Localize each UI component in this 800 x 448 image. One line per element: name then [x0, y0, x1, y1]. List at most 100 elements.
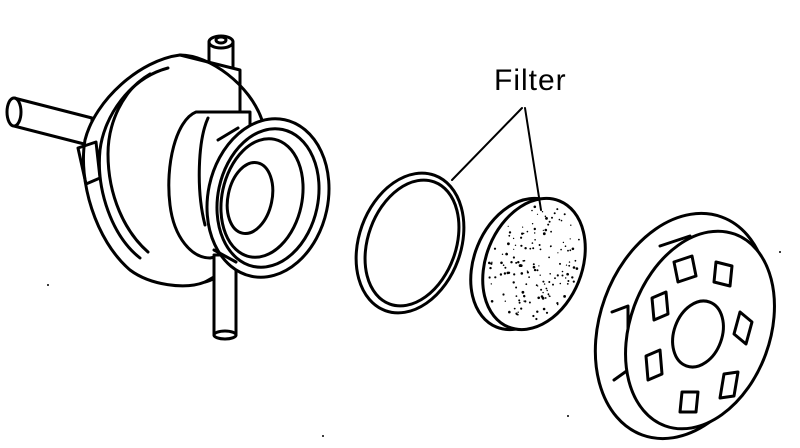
foam-speck: [508, 231, 512, 234]
foam-speck: [537, 296, 540, 300]
foam-speck: [548, 220, 551, 223]
foam-speck: [556, 302, 559, 305]
foam-speck: [533, 268, 537, 272]
foam-speck: [517, 313, 519, 316]
foam-speck: [551, 216, 553, 219]
foam-speck: [554, 277, 556, 280]
foam-speck: [567, 280, 570, 282]
scan-specks: [47, 251, 781, 437]
foam-speck: [560, 248, 562, 251]
foam-speck: [510, 261, 513, 264]
foam-speck: [571, 247, 575, 251]
foam-speck: [523, 295, 526, 298]
foam-speck: [541, 211, 544, 213]
foam-speck: [512, 237, 515, 240]
foam-speck: [557, 252, 559, 254]
foam-speck: [502, 293, 505, 296]
slotted-cover: [593, 211, 776, 441]
foam-speck: [522, 226, 524, 228]
foam-speck: [515, 286, 518, 289]
foam-speck: [545, 287, 548, 290]
foam-speck: [531, 223, 534, 225]
foam-speck: [517, 261, 520, 264]
foam-speck: [488, 261, 491, 265]
foam-speck: [548, 256, 550, 259]
housing-front-rings: [205, 117, 331, 279]
foam-speck: [544, 228, 548, 232]
filter-callout-leaders: [451, 107, 542, 211]
foam-speck: [542, 307, 546, 311]
foam-speck: [517, 311, 519, 313]
foam-speck: [532, 265, 536, 269]
foam-speck: [520, 272, 524, 275]
foam-speck: [556, 208, 559, 211]
foam-speck: [518, 301, 521, 304]
foam-speck: [542, 280, 545, 283]
foam-speck: [558, 218, 561, 221]
foam-speck: [499, 273, 503, 276]
foam-speck: [522, 260, 525, 262]
foam-speck: [542, 232, 546, 236]
foam-speck: [519, 264, 523, 267]
foam-speck: [513, 273, 516, 276]
foam-speck: [524, 247, 527, 250]
foam-speck: [570, 224, 572, 226]
foam-speck: [547, 223, 550, 226]
foam-speck: [512, 256, 516, 259]
foam-speck: [491, 261, 493, 263]
foam-speck: [567, 249, 569, 252]
foam-speck: [526, 270, 528, 272]
foam-speck: [538, 244, 541, 246]
foam-speck: [526, 271, 530, 274]
foam-speck: [572, 280, 575, 283]
foam-speck: [548, 281, 551, 283]
foam-speck: [490, 262, 493, 265]
foam-speck: [550, 230, 552, 233]
foam-speck: [559, 282, 562, 285]
foam-speck: [535, 284, 538, 287]
foam-speck: [503, 272, 507, 275]
foam-speck: [572, 266, 576, 269]
foam-texture: [488, 205, 580, 321]
foam-speck: [543, 283, 546, 285]
foam-speck: [532, 314, 535, 318]
foam-speck: [526, 230, 529, 233]
foam-speck: [544, 215, 547, 218]
foam-speck: [560, 219, 563, 222]
housing-assembly: [5, 34, 331, 341]
foam-speck: [559, 262, 561, 265]
filter-label: Filter: [494, 64, 567, 97]
foam-speck: [531, 209, 533, 212]
foam-speck: [532, 247, 535, 250]
foam-speck: [567, 273, 569, 276]
cover-slots: [644, 254, 754, 414]
foam-speck: [549, 273, 551, 275]
foam-speck: [545, 217, 548, 220]
foam-speck: [564, 245, 567, 247]
foam-speck: [513, 248, 515, 250]
foam-speck: [545, 311, 549, 314]
foam-speck: [508, 310, 511, 314]
foam-speck: [528, 276, 530, 278]
foam-speck: [505, 252, 508, 255]
foam-speck: [578, 238, 580, 241]
foam-speck: [569, 238, 571, 240]
foam-speck: [529, 247, 532, 250]
foam-speck: [523, 300, 525, 302]
foam-speck: [489, 266, 492, 270]
foam-speck: [556, 274, 559, 277]
foam-speck: [540, 288, 543, 291]
foam-speck: [544, 297, 547, 299]
foam-speck: [563, 213, 566, 216]
foam-speck: [490, 300, 494, 303]
foam-speck: [562, 241, 565, 244]
foam-speck: [521, 290, 525, 294]
foam-speck: [566, 283, 569, 285]
filter-ring: [354, 171, 466, 315]
foam-speck: [533, 205, 537, 209]
foam-speck: [539, 274, 541, 276]
foam-speck: [561, 274, 564, 277]
foam-speck: [525, 283, 528, 286]
foam-speck: [524, 300, 527, 303]
